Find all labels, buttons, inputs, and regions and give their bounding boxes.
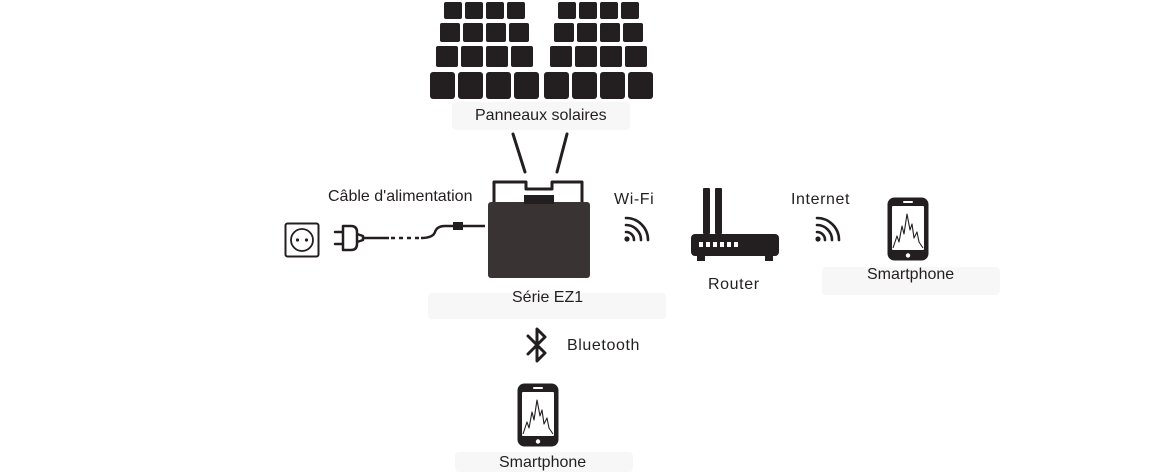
- remote-smartphone-label: Smartphone: [867, 266, 955, 283]
- inverter-icon: [488, 180, 590, 278]
- local-smartphone-label: Smartphone: [499, 454, 587, 471]
- solar-panel-icon: [544, 2, 653, 99]
- router-icon: [691, 188, 779, 261]
- remote-phone-label-backdrop: [822, 267, 1000, 295]
- solar-label-backdrop: [452, 102, 630, 130]
- power-cable-label: Câble d'alimentation: [328, 188, 473, 205]
- inverter-label-backdrop: [428, 293, 666, 319]
- local-phone-label-backdrop: [455, 452, 633, 472]
- inverter-label: Série EZ1: [512, 289, 584, 306]
- wifi-icon: [624, 216, 650, 242]
- panel-cables: [511, 132, 569, 174]
- bluetooth-label: Bluetooth: [567, 337, 641, 354]
- plug-icon: [333, 222, 485, 252]
- smartphone-icon: [517, 383, 559, 447]
- solar-panel-icon: [430, 2, 539, 99]
- smartphone-icon: [887, 197, 929, 261]
- wall-socket-icon: [284, 222, 320, 258]
- wifi-label: Wi-Fi: [614, 191, 655, 208]
- wifi-icon: [815, 216, 841, 242]
- solar-panels-label: Panneaux solaires: [475, 107, 607, 124]
- internet-label: Internet: [791, 191, 851, 208]
- bluetooth-icon: [526, 327, 547, 363]
- router-label: Router: [708, 276, 760, 293]
